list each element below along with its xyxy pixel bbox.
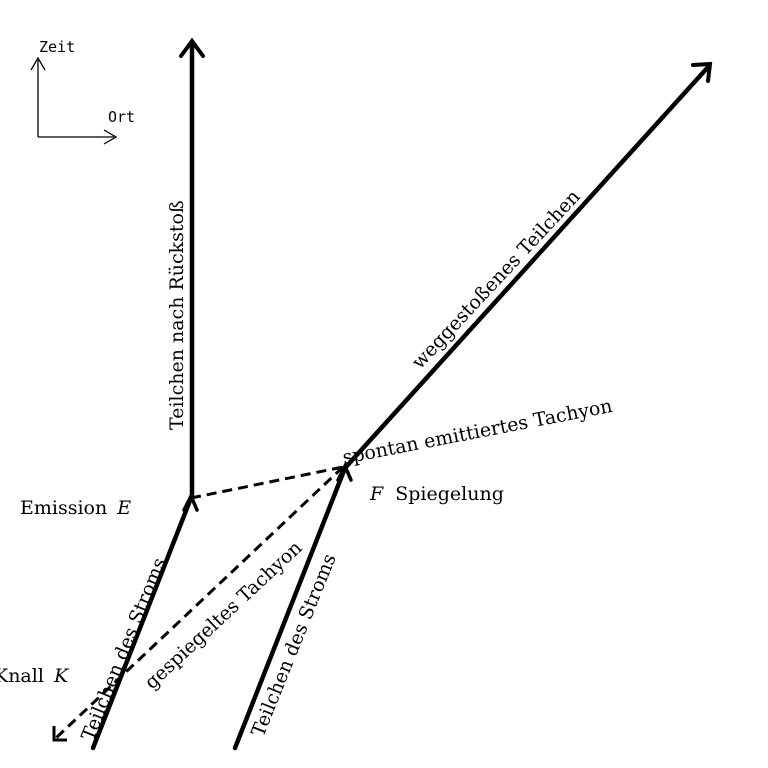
mirror-event-word: Spiegelung — [395, 483, 504, 505]
emitted-tachyon-line — [190, 465, 344, 500]
bang-event-label: Knall K — [0, 665, 70, 687]
emission-event-symbol: E — [116, 497, 131, 519]
time-axis-arrowhead — [30, 56, 46, 71]
mirrored-tachyon-arrowhead — [52, 726, 67, 742]
axes-indicator — [30, 56, 118, 145]
recoiled-particle-label: Teilchen nach Rückstoß — [166, 200, 188, 430]
stream-particle-left-label: Teilchen des Stroms — [77, 555, 170, 744]
stream-particle-left-worldline — [90, 495, 194, 751]
space-axis-label: Ort — [108, 108, 135, 126]
mirrored-tachyon-line — [54, 465, 345, 740]
recoiled-particle-arrowhead — [179, 37, 205, 58]
space-axis-arrowhead — [103, 129, 118, 145]
emission-event-label: Emission E — [20, 497, 131, 519]
pushed-particle-worldline — [342, 63, 712, 471]
stream-particle-right-worldline — [232, 465, 348, 751]
pushed-particle-label: weggestoßenes Teilchen — [408, 186, 585, 374]
time-axis-label: Zeit — [39, 38, 75, 56]
emission-event-word: Emission — [20, 497, 107, 519]
bang-event-word: Knall — [0, 665, 44, 687]
emitted-tachyon-label: spontan emittiertes Tachyon — [341, 395, 614, 469]
bang-event-symbol: K — [53, 665, 70, 687]
pushed-particle-arrowhead — [691, 61, 713, 83]
mirror-event-symbol: F — [369, 483, 384, 505]
mirror-event-label: F Spiegelung — [369, 483, 504, 505]
